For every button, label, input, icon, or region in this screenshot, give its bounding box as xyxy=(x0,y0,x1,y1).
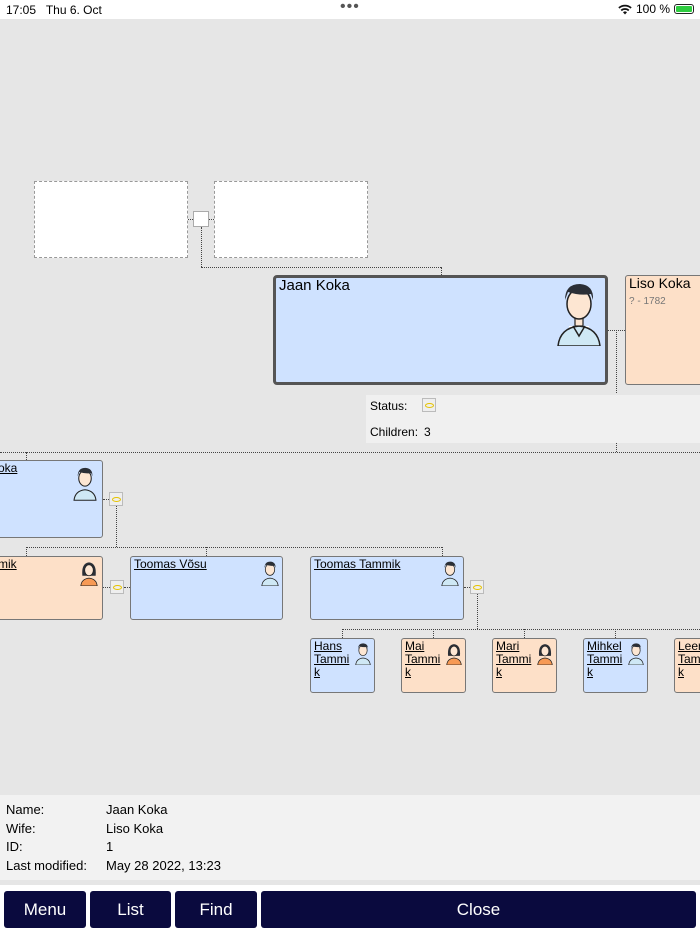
connector-line xyxy=(342,629,700,630)
family-tree-canvas[interactable]: Jaan Koka Liso Koka ? - 1782 Status: Chi… xyxy=(0,19,700,795)
connector-line xyxy=(441,267,442,275)
marriage-status-panel[interactable]: Status: Children: 3 xyxy=(366,395,700,443)
child-name: Toomas Võsu xyxy=(134,557,207,571)
child-name: oka xyxy=(0,461,18,475)
connector-line xyxy=(26,547,27,556)
list-button[interactable]: List xyxy=(90,891,171,928)
connector-line xyxy=(26,452,27,460)
connector-line xyxy=(26,547,442,548)
connector-line xyxy=(201,227,202,267)
male-avatar-icon xyxy=(557,284,601,346)
id-value: 1 xyxy=(106,839,114,854)
grandchild-card[interactable]: Mai Tammi k xyxy=(401,638,466,693)
spouse-name: Liso Koka xyxy=(629,275,691,291)
connector-line xyxy=(477,594,478,629)
grandchild-name: Hans Tammi k xyxy=(314,639,350,679)
close-button[interactable]: Close xyxy=(261,891,696,928)
grandchild-name: Mihkel Tammi k xyxy=(587,639,623,679)
connector-line xyxy=(616,330,617,393)
children-count: 3 xyxy=(424,425,431,439)
ring-icon[interactable] xyxy=(470,580,484,594)
main-person-name: Jaan Koka xyxy=(279,277,350,294)
bottom-toolbar: Menu List Find Close xyxy=(0,885,700,934)
ring-icon[interactable] xyxy=(109,492,123,506)
child-card-toomas-vosu[interactable]: Toomas Võsu xyxy=(130,556,283,620)
connector-line xyxy=(201,267,441,268)
status-time: 17:05 Thu 6. Oct xyxy=(6,3,102,17)
grandchild-card[interactable]: Hans Tammi k xyxy=(310,638,375,693)
battery-icon xyxy=(674,4,694,14)
child-name: Toomas Tammik xyxy=(314,557,401,571)
empty-parent-box-mother[interactable] xyxy=(214,181,368,258)
grandchild-name: Mai Tammi k xyxy=(405,639,441,679)
male-avatar-icon xyxy=(355,643,371,665)
connector-line xyxy=(342,629,343,638)
child-card-oka[interactable]: oka xyxy=(0,460,103,538)
female-avatar-icon xyxy=(80,562,98,586)
status-bar: 17:05 Thu 6. Oct ••• 100 % xyxy=(0,0,700,19)
child-card-mik[interactable]: mik xyxy=(0,556,103,620)
status-right: 100 % xyxy=(618,2,694,16)
status-label: Status: xyxy=(370,399,408,413)
grandchild-card[interactable]: Leer Tam k xyxy=(674,638,700,693)
connector-line xyxy=(433,629,434,638)
person-info-panel: Name: Jaan Koka Wife: Liso Koka ID: 1 La… xyxy=(0,795,700,880)
name-value: Jaan Koka xyxy=(106,802,168,817)
female-avatar-icon xyxy=(537,644,553,665)
grandchild-name: Leer Tam k xyxy=(678,639,700,679)
parents-connector[interactable] xyxy=(193,211,209,227)
id-label: ID: xyxy=(6,839,23,854)
connector-line xyxy=(442,547,443,556)
male-avatar-icon xyxy=(261,561,279,586)
connector-line xyxy=(124,587,130,588)
male-avatar-icon xyxy=(441,561,459,586)
wife-label: Wife: xyxy=(6,821,36,836)
modified-value: May 28 2022, 13:23 xyxy=(106,858,221,873)
modified-label: Last modified: xyxy=(6,858,87,873)
connector-line xyxy=(103,499,109,500)
male-avatar-icon xyxy=(73,467,97,501)
grandchild-card[interactable]: Mihkel Tammi k xyxy=(583,638,648,693)
connector-line xyxy=(188,219,193,220)
wife-value: Liso Koka xyxy=(106,821,164,836)
connector-line xyxy=(0,452,700,453)
wifi-icon xyxy=(618,4,632,14)
grandchild-card[interactable]: Mari Tammi k xyxy=(492,638,557,693)
multitask-dots-icon[interactable]: ••• xyxy=(340,0,360,15)
menu-button[interactable]: Menu xyxy=(4,891,86,928)
connector-line xyxy=(616,443,617,452)
spouse-dates: ? - 1782 xyxy=(629,296,666,307)
empty-parent-box-father[interactable] xyxy=(34,181,188,258)
find-button[interactable]: Find xyxy=(175,891,257,928)
connector-line xyxy=(524,629,525,638)
male-avatar-icon xyxy=(628,643,644,665)
name-label: Name: xyxy=(6,802,45,817)
children-label: Children: xyxy=(370,425,419,439)
ring-icon[interactable] xyxy=(422,398,436,412)
connector-line xyxy=(209,219,214,220)
connector-line xyxy=(103,587,110,588)
female-avatar-icon xyxy=(446,644,462,665)
main-person-card[interactable]: Jaan Koka xyxy=(273,275,608,385)
grandchild-name: Mari Tammi k xyxy=(496,639,532,679)
ring-icon[interactable] xyxy=(110,580,124,594)
connector-line xyxy=(206,547,207,556)
connector-line xyxy=(464,587,470,588)
child-card-toomas-tammik[interactable]: Toomas Tammik xyxy=(310,556,464,620)
connector-line xyxy=(116,506,117,547)
spouse-card[interactable]: Liso Koka ? - 1782 xyxy=(625,275,700,385)
battery-percent: 100 % xyxy=(635,2,670,16)
child-name: mik xyxy=(0,557,17,571)
connector-line xyxy=(615,629,616,638)
